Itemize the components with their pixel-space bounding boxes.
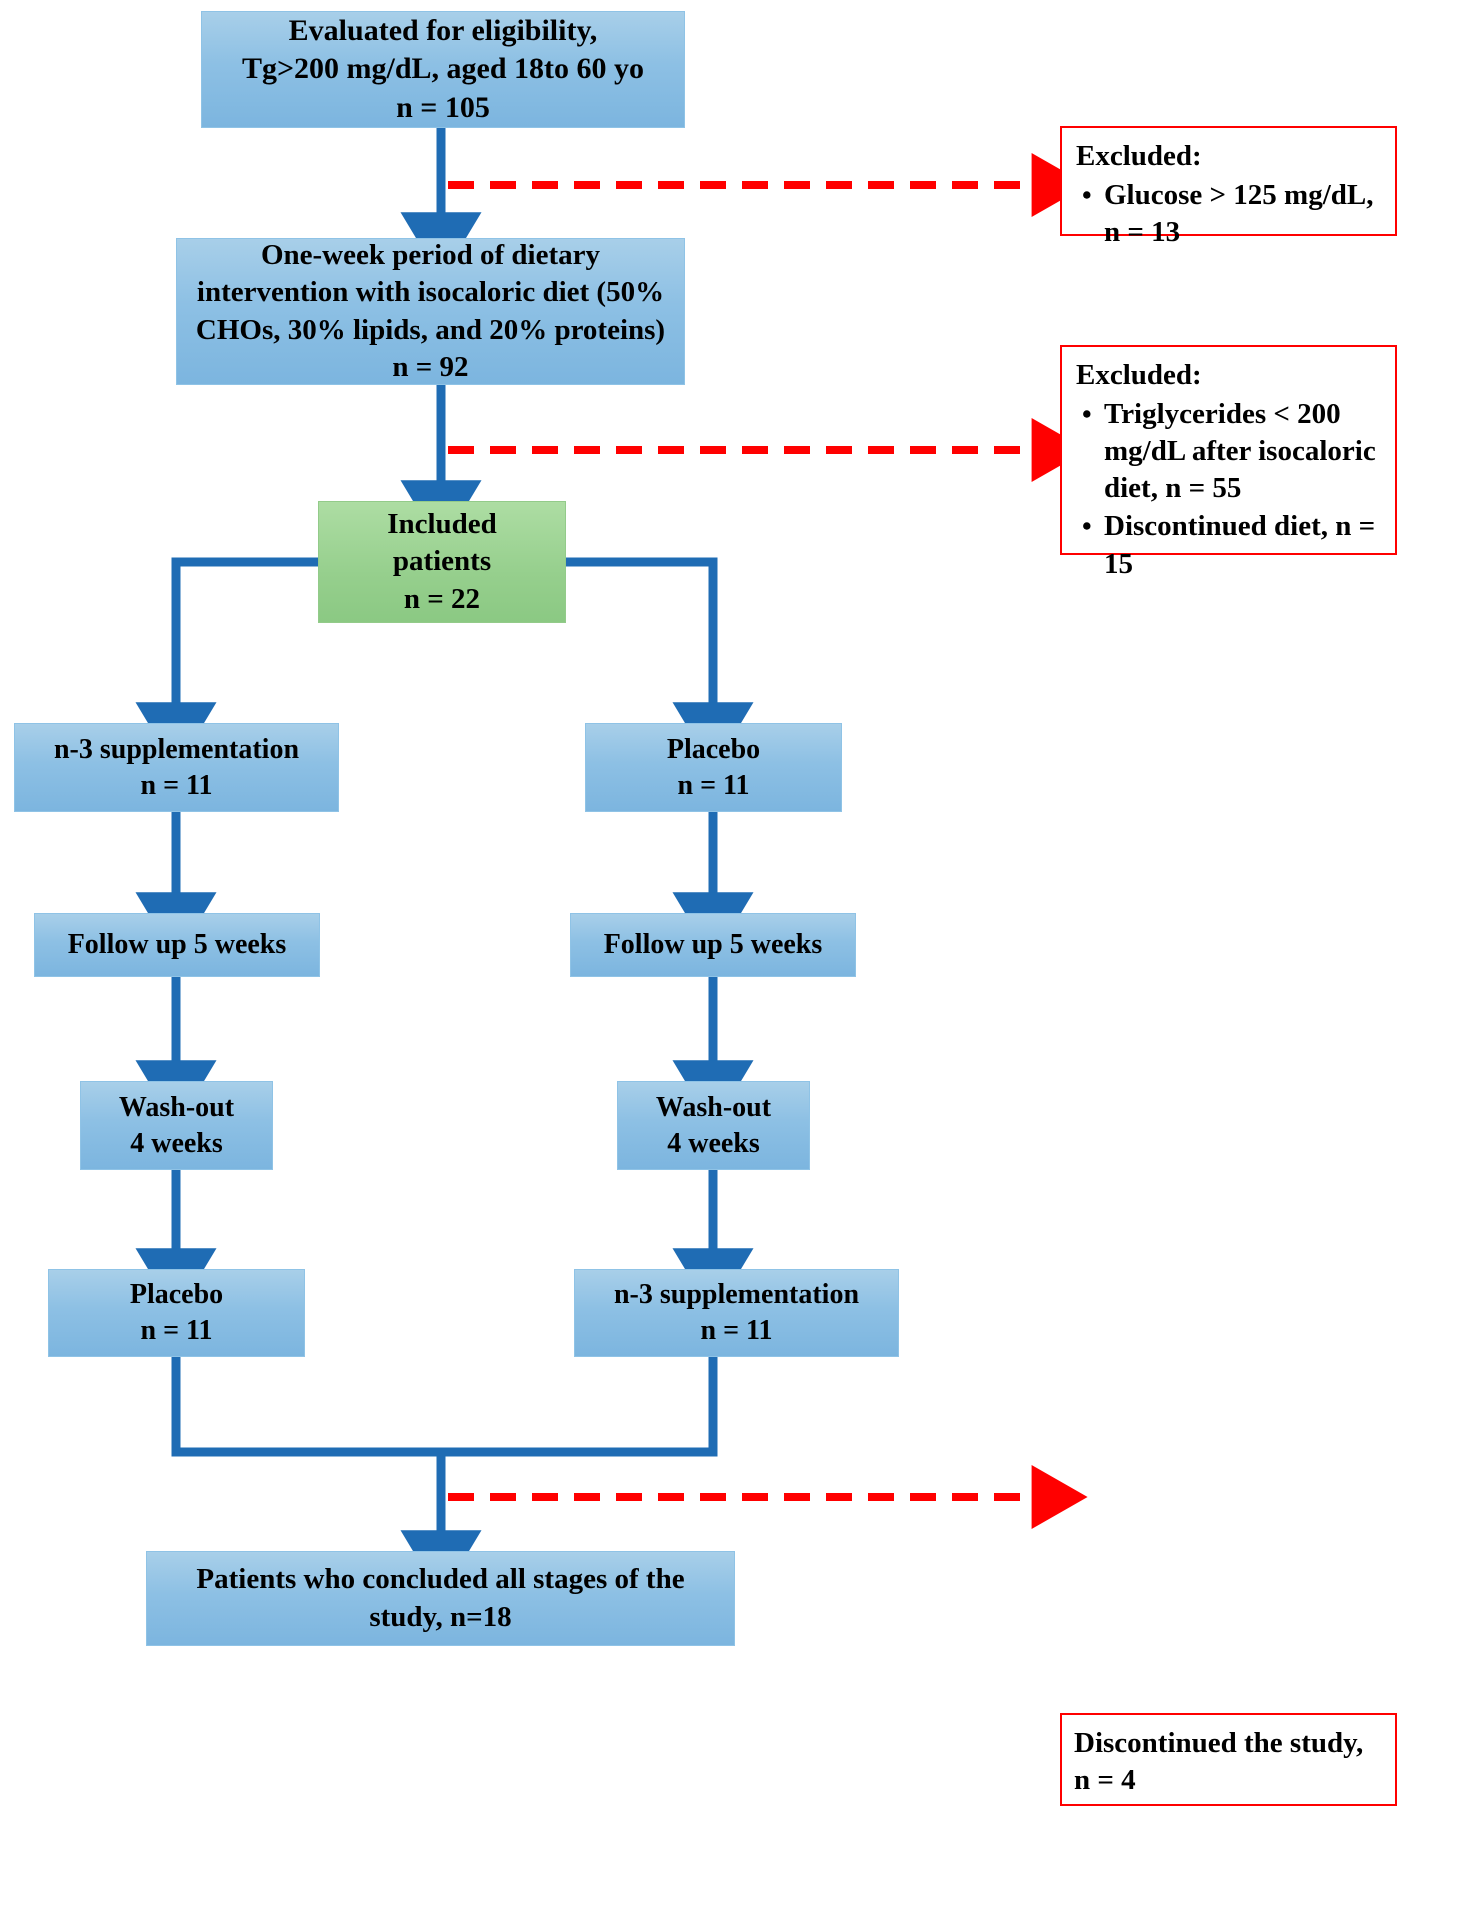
exclusion-2-list: Triglycerides < 200 mg/dL after isocalor… <box>1076 396 1383 583</box>
node-right-n3-line-2: n = 11 <box>700 1315 773 1346</box>
node-concluded-line-1: Patients who concluded all stages of the <box>196 1563 685 1596</box>
exclusion-1-item: Glucose > 125 mg/dL, n = 13 <box>1082 177 1383 251</box>
node-right-n3-supplementation[interactable]: n-3 supplementation n = 11 <box>574 1269 899 1357</box>
node-right-placebo[interactable]: Placebo n = 11 <box>585 723 842 812</box>
exclusion-box-3[interactable]: Discontinued the study, n = 4 <box>1060 1713 1397 1806</box>
node-diet-intervention[interactable]: One-week period of dietary intervention … <box>176 238 685 385</box>
exclusion-1-header: Excluded: <box>1076 140 1202 172</box>
node-right-wash-out[interactable]: Wash-out 4 weeks <box>617 1081 810 1170</box>
node-concluded-study[interactable]: Patients who concluded all stages of the… <box>146 1551 735 1646</box>
exclusion-2-header: Excluded: <box>1076 359 1202 391</box>
node-included-line-3: n = 22 <box>403 582 481 615</box>
connector-left-to-final <box>171 1357 482 1598</box>
connector-included-to-left <box>135 557 318 770</box>
node-diet-line-1: One-week period of dietary <box>260 239 601 272</box>
node-included-patients[interactable]: Included patients n = 22 <box>318 501 566 623</box>
node-left-follow-up[interactable]: Follow up 5 weeks <box>34 913 320 977</box>
node-diet-line-3: CHOs, 30% lipids, and 20% proteins) <box>195 313 666 346</box>
node-right-wash-out-line-2: 4 weeks <box>667 1127 760 1159</box>
node-eligibility[interactable]: Evaluated for eligibility, Tg>200 mg/dL,… <box>201 11 685 128</box>
node-diet-line-2: intervention with isocaloric diet (50% <box>196 276 665 309</box>
node-included-line-1: Included <box>387 508 497 541</box>
node-right-n3-line-1: n-3 supplementation <box>613 1279 860 1311</box>
node-left-wash-out[interactable]: Wash-out 4 weeks <box>80 1081 273 1170</box>
node-right-follow-up-label: Follow up 5 weeks <box>603 929 823 961</box>
connector-right-to-final <box>441 1357 718 1457</box>
node-eligibility-line-1: Evaluated for eligibility, <box>288 13 598 47</box>
node-left-n3-supplementation[interactable]: n-3 supplementation n = 11 <box>14 723 339 812</box>
node-right-placebo-line-1: Placebo <box>666 733 761 765</box>
node-left-n3-line-2: n = 11 <box>140 769 213 801</box>
node-left-wash-out-line-2: 4 weeks <box>130 1127 223 1159</box>
exclusion-2-item-2: Discontinued diet, n = 15 <box>1082 508 1383 582</box>
exclusion-3-text: Discontinued the study, n = 4 <box>1074 1727 1364 1797</box>
exclusion-2-item-1: Triglycerides < 200 mg/dL after isocalor… <box>1082 396 1383 507</box>
exclusion-box-2[interactable]: Excluded: Triglycerides < 200 mg/dL afte… <box>1060 345 1397 580</box>
node-left-placebo[interactable]: Placebo n = 11 <box>48 1269 305 1357</box>
node-left-follow-up-label: Follow up 5 weeks <box>67 929 287 961</box>
node-left-placebo-line-2: n = 11 <box>140 1315 213 1346</box>
node-left-wash-out-line-1: Wash-out <box>118 1091 235 1123</box>
exclusion-box-1[interactable]: Excluded: Glucose > 125 mg/dL, n = 13 <box>1060 126 1397 248</box>
node-eligibility-line-2: Tg>200 mg/dL, aged 18to 60 yo <box>241 52 645 86</box>
node-concluded-line-2: study, n=18 <box>369 1600 512 1633</box>
node-eligibility-line-3: n = 105 <box>396 90 490 124</box>
node-left-n3-line-1: n-3 supplementation <box>53 733 300 765</box>
node-diet-line-4: n = 92 <box>392 350 469 383</box>
node-included-line-2: patients <box>392 545 492 578</box>
node-right-placebo-line-2: n = 11 <box>677 769 750 801</box>
connector-included-to-right <box>566 557 754 770</box>
node-left-placebo-line-1: Placebo <box>129 1279 224 1311</box>
node-right-wash-out-line-1: Wash-out <box>655 1091 772 1123</box>
exclusion-1-list: Glucose > 125 mg/dL, n = 13 <box>1076 177 1383 251</box>
node-right-follow-up[interactable]: Follow up 5 weeks <box>570 913 856 977</box>
